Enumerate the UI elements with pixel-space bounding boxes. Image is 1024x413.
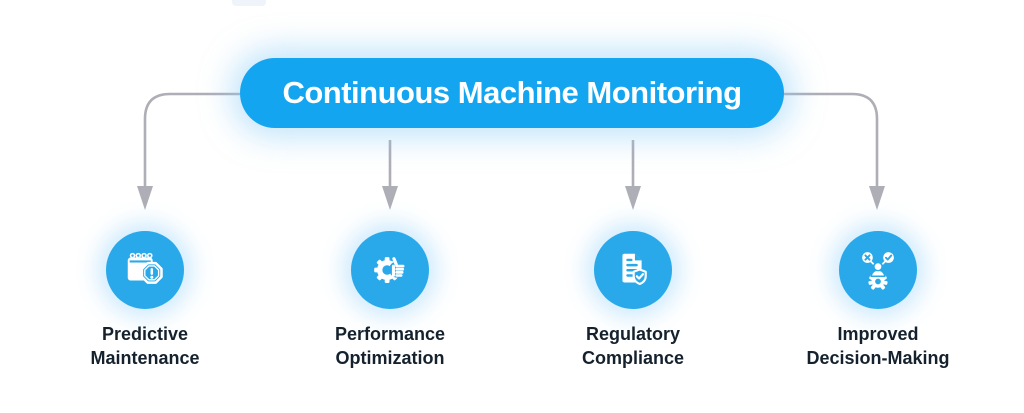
branch-label: Predictive Maintenance [90,324,200,368]
branch-performance-optimization: Performance Optimization [270,231,510,371]
icon-circle [351,231,429,309]
connector-left [137,92,240,210]
diagram-title: Continuous Machine Monitoring [282,75,742,110]
branch-improved-decision-making: Improved Decision-Making [758,231,998,371]
connector-right [784,92,885,210]
cropped-element-fragment [232,0,266,6]
branch-label: Performance Optimization [334,324,446,368]
icon-circle [106,231,184,309]
icon-circle [839,231,917,309]
connector-mid-right [625,140,641,210]
branch-label: Regulatory Compliance [581,324,685,368]
document-shield-check-icon [622,253,647,286]
calendar-alert-icon [127,252,163,284]
title-pill: Continuous Machine Monitoring [240,58,784,128]
icon-circle [594,231,672,309]
connector-mid-left [382,140,398,210]
figure-check-cross-icon [862,252,894,290]
gear-thumbs-up-icon [374,257,406,283]
branch-label: Improved Decision-Making [806,324,950,368]
branch-predictive-maintenance: Predictive Maintenance [25,231,265,371]
branch-regulatory-compliance: Regulatory Compliance [513,231,753,371]
